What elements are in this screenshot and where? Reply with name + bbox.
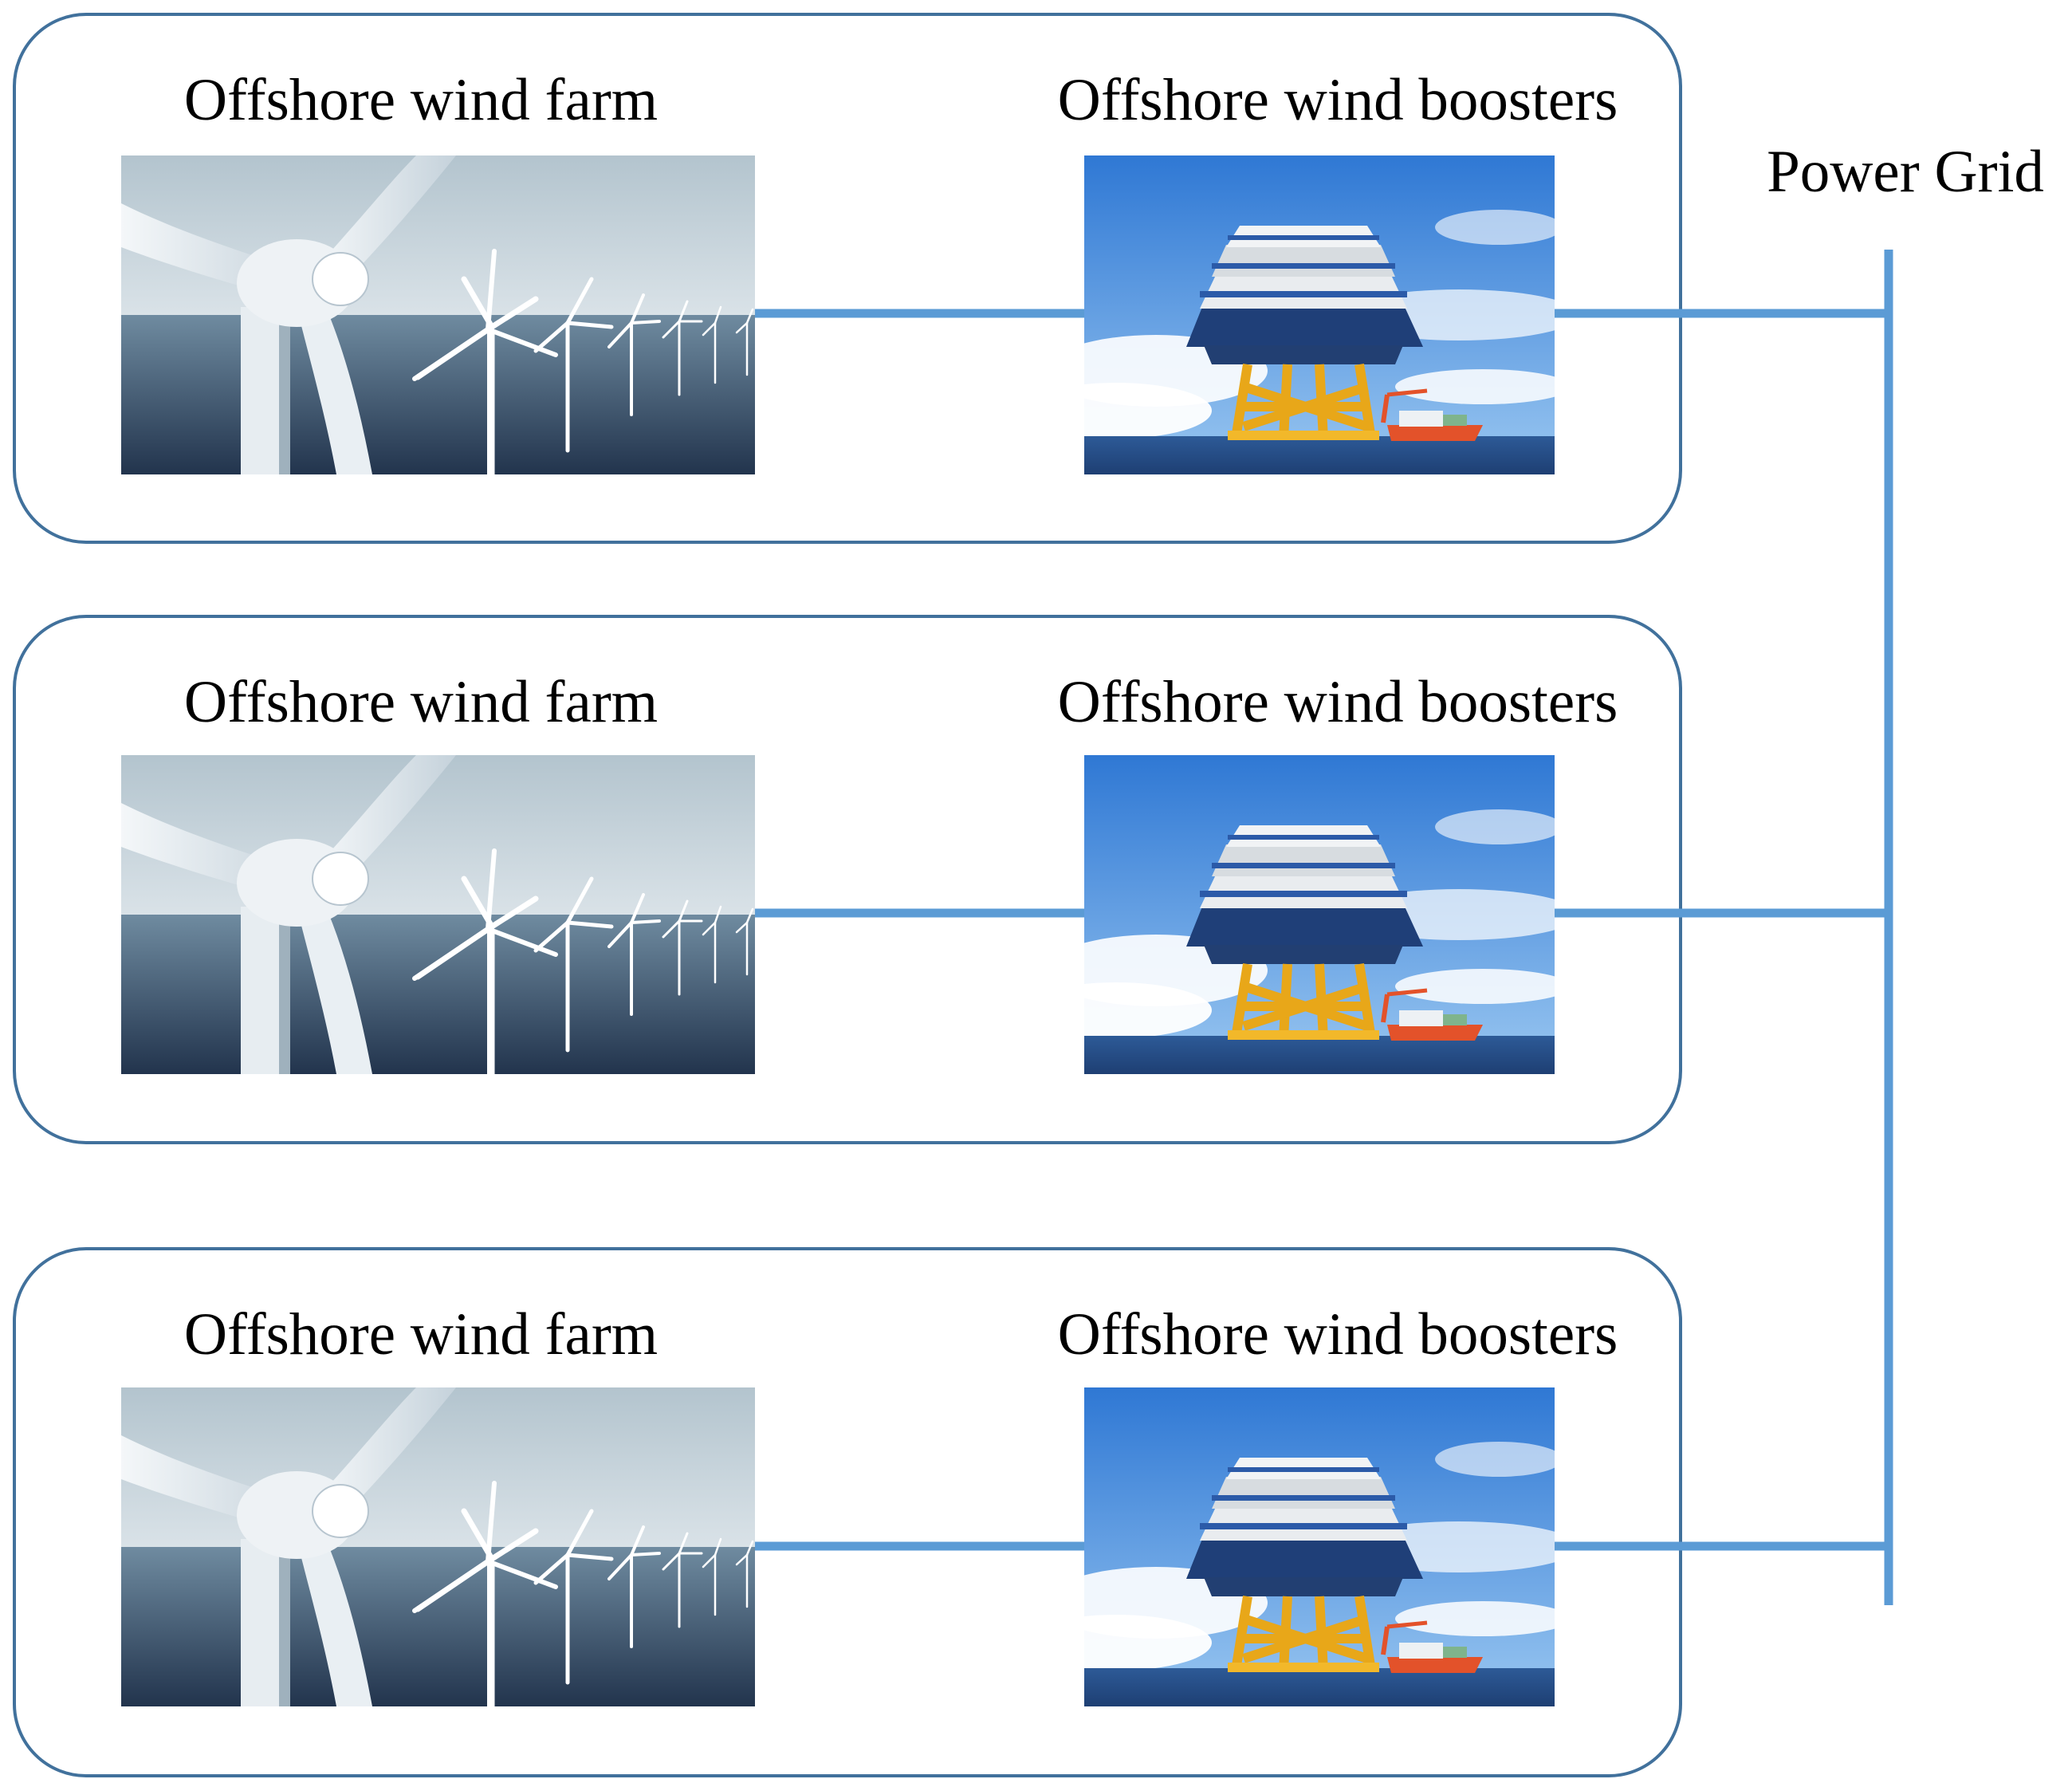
panel-border <box>13 615 1682 1144</box>
wind-turbines-photo <box>121 155 755 474</box>
substation-platform-photo <box>1020 755 1579 1074</box>
booster-label: Offshore wind boosters <box>1058 67 1618 133</box>
panel-border <box>13 13 1682 544</box>
booster-label: Offshore wind boosters <box>1058 669 1618 735</box>
wind-farm-label: Offshore wind farm <box>184 67 658 133</box>
wind-farm-label: Offshore wind farm <box>184 1301 658 1368</box>
panel-2: Offshore wind farm Offshore wind boosters <box>13 615 1889 1144</box>
wind-farm-label: Offshore wind farm <box>184 669 658 735</box>
power-grid-label: Power Grid <box>1767 139 2044 205</box>
panel-3: Offshore wind farm Offshore wind boosters <box>13 1247 1889 1777</box>
wind-turbines-photo <box>121 755 755 1074</box>
power-grid-layer: Power Grid <box>1767 139 2044 1605</box>
substation-platform-photo <box>1020 1387 1579 1706</box>
booster-label: Offshore wind boosters <box>1058 1301 1618 1368</box>
wind-turbines-photo <box>121 1387 755 1706</box>
panel-1: Offshore wind farm Offshore wind boosters <box>13 13 1889 544</box>
substation-platform-photo <box>1020 155 1579 474</box>
panel-border <box>13 1247 1682 1777</box>
